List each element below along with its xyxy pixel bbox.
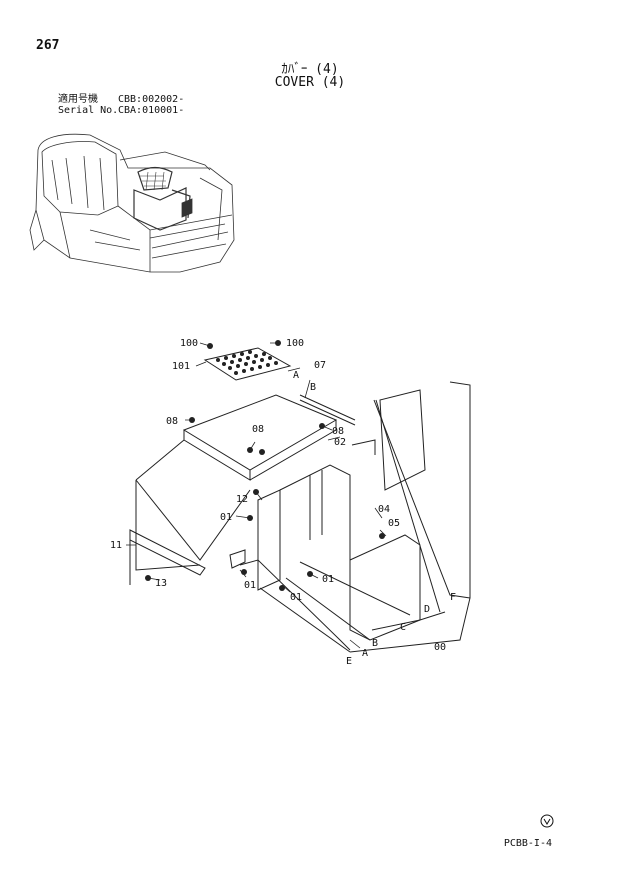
callout-01-bottom-left: 01 (244, 580, 256, 591)
callout-08-left: 08 (166, 416, 178, 427)
cover-exploded-view (129, 347, 471, 653)
leader-lines (126, 342, 387, 649)
callout-100-right: 100 (286, 338, 304, 349)
callout-c: C (400, 622, 406, 633)
callout-101: 101 (172, 361, 190, 372)
callout-d: D (424, 604, 430, 615)
callout-00: 00 (434, 642, 446, 653)
excavator-location-sketch (29, 133, 235, 273)
callout-01-right: 01 (322, 574, 334, 585)
perforated-plate (203, 347, 292, 381)
callout-a-bottom: A (362, 648, 368, 659)
callout-11: 11 (110, 540, 122, 551)
callout-e: E (346, 656, 352, 667)
callout-13: 13 (155, 578, 167, 589)
applicability-value: CBB:002002- (118, 94, 185, 105)
callout-08-right: 08 (332, 426, 344, 437)
applicability-label: Serial No. (58, 105, 119, 116)
callout-f: F (450, 592, 456, 603)
callout-b-bottom: B (372, 638, 378, 649)
insulation-pad (379, 389, 426, 491)
applicability-block: 適用号機 CBB:002002- Serial No.CBA:010001- (58, 94, 184, 116)
applicability-value: CBA:010001- (118, 105, 185, 116)
side-panel (257, 489, 281, 591)
callout-07: 07 (314, 360, 326, 371)
stamp-icon (540, 814, 554, 828)
footer-code: PCBB-I-4 (503, 838, 552, 849)
applicability-label: 適用号機 (58, 94, 98, 105)
applicability-row: Serial No.CBA:010001- (58, 105, 184, 116)
callout-01-left: 01 (220, 512, 232, 523)
callout-12: 12 (236, 494, 248, 505)
callout-08-center: 08 (252, 424, 264, 435)
rear-panel (349, 534, 421, 641)
page-title-japanese: ｶﾊﾞｰ (4) (281, 62, 339, 77)
callout-02: 02 (334, 437, 346, 448)
callout-100-left: 100 (180, 338, 198, 349)
callout-a-top: A (293, 370, 299, 381)
page-number: 267 (36, 38, 60, 53)
perforation-holes (216, 350, 278, 375)
page-title-english: COVER (4) (274, 75, 346, 90)
callout-05: 05 (388, 518, 400, 529)
callout-04: 04 (378, 504, 390, 515)
callout-b-top: B (310, 382, 316, 393)
fasteners (145, 340, 385, 591)
callout-labels: 100 100 101 07 A B 08 08 08 02 12 01 04 … (110, 338, 456, 667)
callout-01-bottom: 01 (290, 592, 302, 603)
applicability-row: 適用号機 CBB:002002- (58, 94, 184, 105)
